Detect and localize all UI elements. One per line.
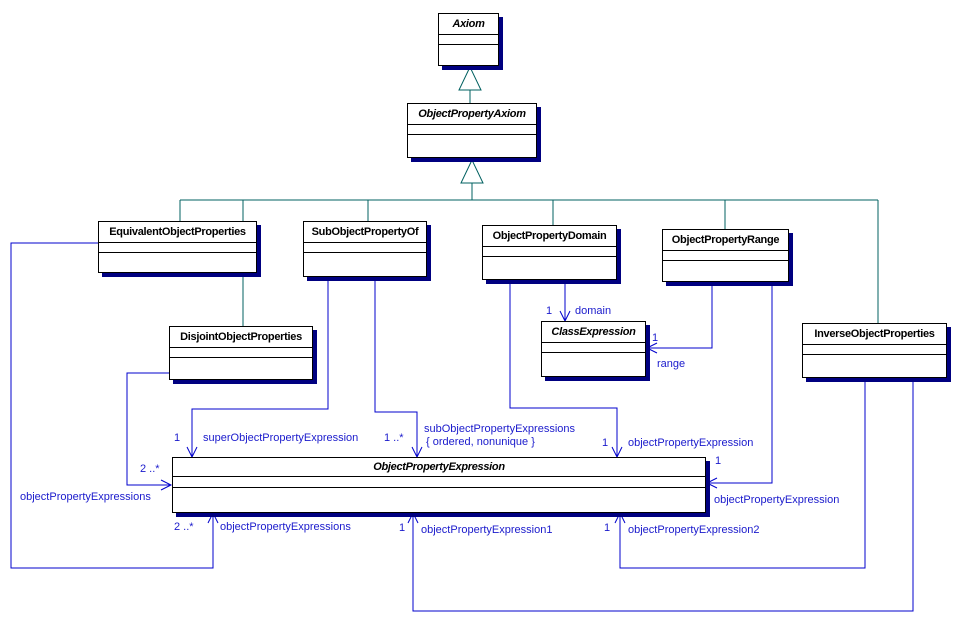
mult-objectPropertyExpression-range: 1 xyxy=(715,455,722,467)
class-sub-object-property-of-operations-compartment xyxy=(304,253,426,276)
class-inverse-object-properties-operations-compartment xyxy=(803,355,946,377)
label-objectPropertyExpressions-equivalent: objectPropertyExpressions xyxy=(220,521,351,533)
assoc-line-objectPropertyExpression1 xyxy=(412,378,914,612)
generalization-triangle-opa xyxy=(460,158,484,184)
mult-objectPropertyExpressions-equivalent: 2 ..* xyxy=(174,521,194,533)
class-class-expression: ClassExpression xyxy=(541,321,646,377)
class-object-property-domain-title: ObjectPropertyDomain xyxy=(483,226,616,247)
arrowhead-left-ope-range xyxy=(705,477,718,489)
class-axiom-attributes-compartment xyxy=(439,35,498,45)
class-disjoint-object-properties-attributes-compartment xyxy=(170,348,312,358)
mult-range: 1 xyxy=(652,332,659,344)
class-class-expression-attributes-compartment xyxy=(542,343,645,353)
label-domain: domain xyxy=(575,305,612,317)
class-object-property-domain: ObjectPropertyDomain xyxy=(482,225,617,280)
assoc-line-objectPropertyExpression-range xyxy=(708,282,773,484)
arrowhead-right-disjoint xyxy=(160,479,173,491)
mult-subObjectPropertyExpressions: 1 ..* xyxy=(384,432,404,444)
class-axiom-operations-compartment xyxy=(439,45,498,65)
class-inverse-object-properties: InverseObjectProperties xyxy=(802,323,947,378)
assoc-line-subObjectPropertyExpressions xyxy=(374,277,418,456)
label-objectPropertyExpression2: objectPropertyExpression2 xyxy=(628,524,760,536)
class-inverse-object-properties-attributes-compartment xyxy=(803,345,946,355)
arrowhead-up-ope1 xyxy=(407,511,419,524)
assoc-line-superObjectPropertyExpression xyxy=(191,277,329,456)
assoc-line-objectPropertyExpressions-disjoint xyxy=(126,372,170,486)
assoc-line-objectPropertyExpression2 xyxy=(619,378,866,569)
assoc-line-objectPropertyExpression-domain xyxy=(509,280,618,456)
mult-objectPropertyExpression1: 1 xyxy=(399,522,406,534)
label-objectPropertyExpression-range: objectPropertyExpression xyxy=(714,494,840,506)
class-object-property-axiom-title: ObjectPropertyAxiom xyxy=(408,104,536,125)
arrowhead-up-ope2 xyxy=(614,511,626,524)
arrowhead-left-range xyxy=(645,342,658,354)
mult-domain: 1 xyxy=(546,305,553,317)
class-object-property-range-title: ObjectPropertyRange xyxy=(663,230,788,251)
class-object-property-expression-title: ObjectPropertyExpression xyxy=(173,458,705,477)
mult-objectPropertyExpressions-disjoint: 2 ..* xyxy=(140,463,160,475)
label-subObjectPropertyExpressions: subObjectPropertyExpressions xyxy=(424,423,576,435)
class-object-property-range-attributes-compartment xyxy=(663,251,788,261)
class-class-expression-operations-compartment xyxy=(542,353,645,376)
class-object-property-expression-attributes-compartment xyxy=(173,477,705,488)
class-axiom-title: Axiom xyxy=(439,14,498,35)
label-objectPropertyExpressions-disjoint: objectPropertyExpressions xyxy=(20,491,151,503)
mult-objectPropertyExpression-domain: 1 xyxy=(602,437,609,449)
class-object-property-axiom-operations-compartment xyxy=(408,135,536,157)
assoc-line-objectPropertyExpressions-equivalent xyxy=(10,242,214,569)
class-object-property-range: ObjectPropertyRange xyxy=(662,229,789,282)
assoc-line-range xyxy=(648,282,713,349)
class-sub-object-property-of-title: SubObjectPropertyOf xyxy=(304,222,426,243)
mult-superObjectPropertyExpression: 1 xyxy=(174,432,181,444)
label-objectPropertyExpression-domain: objectPropertyExpression xyxy=(628,437,754,449)
generalization-triangle-axiom xyxy=(458,65,482,91)
class-object-property-range-operations-compartment xyxy=(663,261,788,281)
class-object-property-expression-operations-compartment xyxy=(173,488,705,512)
class-object-property-axiom-attributes-compartment xyxy=(408,125,536,135)
class-axiom: Axiom xyxy=(438,13,499,66)
class-sub-object-property-of: SubObjectPropertyOf xyxy=(303,221,427,277)
label-subObjectPropertyExpressions-constraint: { ordered, nonunique } xyxy=(426,436,535,448)
label-objectPropertyExpression1: objectPropertyExpression1 xyxy=(421,524,553,536)
arrowhead-up-equivalent xyxy=(207,511,219,524)
class-sub-object-property-of-attributes-compartment xyxy=(304,243,426,253)
class-disjoint-object-properties: DisjointObjectProperties xyxy=(169,326,313,380)
class-disjoint-object-properties-title: DisjointObjectProperties xyxy=(170,327,312,348)
class-object-property-domain-attributes-compartment xyxy=(483,247,616,257)
class-equivalent-object-properties-title: EquivalentObjectProperties xyxy=(99,222,256,243)
class-object-property-domain-operations-compartment xyxy=(483,257,616,279)
class-disjoint-object-properties-operations-compartment xyxy=(170,358,312,379)
class-equivalent-object-properties-operations-compartment xyxy=(99,253,256,272)
mult-objectPropertyExpression2: 1 xyxy=(604,522,611,534)
class-object-property-expression: ObjectPropertyExpression xyxy=(172,457,706,513)
class-inverse-object-properties-title: InverseObjectProperties xyxy=(803,324,946,345)
class-class-expression-title: ClassExpression xyxy=(542,322,645,343)
label-superObjectPropertyExpression: superObjectPropertyExpression xyxy=(203,432,359,444)
label-range: range xyxy=(657,358,686,370)
class-object-property-axiom: ObjectPropertyAxiom xyxy=(407,103,537,158)
class-equivalent-object-properties: EquivalentObjectProperties xyxy=(98,221,257,273)
class-equivalent-object-properties-attributes-compartment xyxy=(99,243,256,253)
